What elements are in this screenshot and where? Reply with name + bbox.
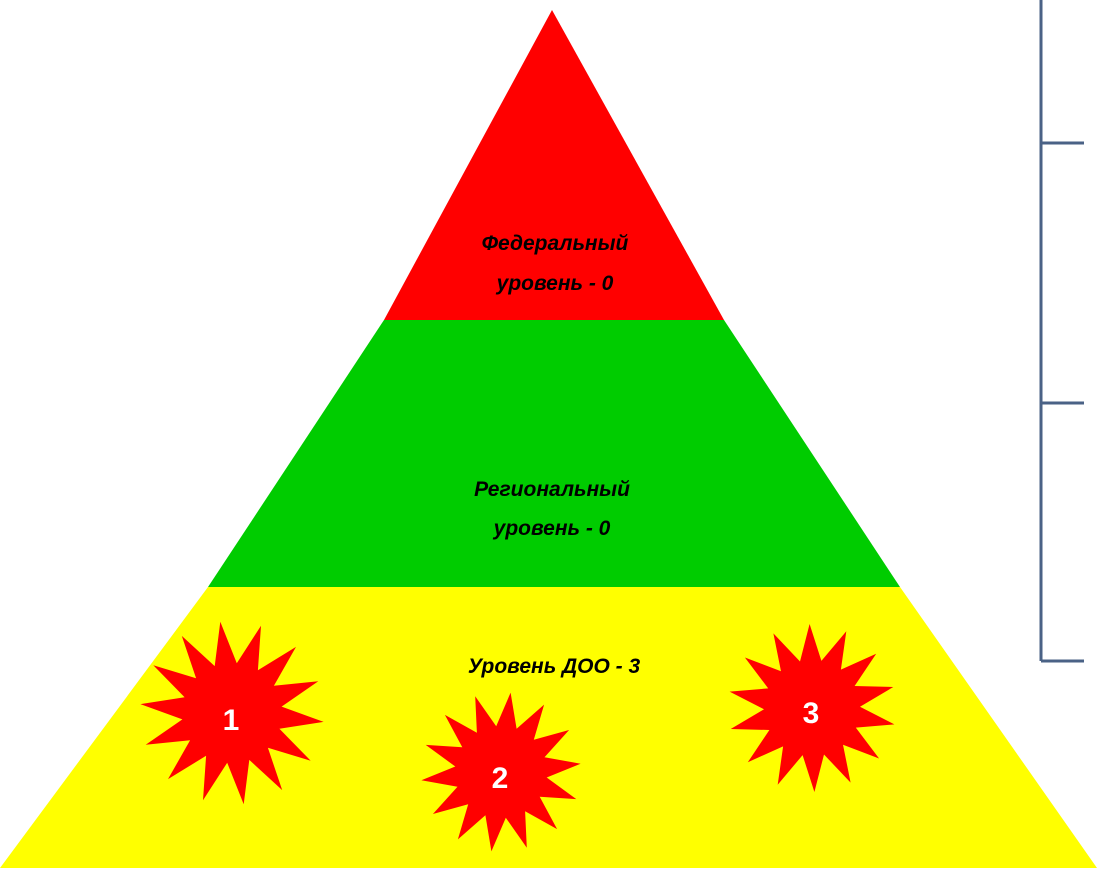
level-bracket <box>1039 0 1084 663</box>
doo-level-label: Уровень ДОО - 3 <box>468 655 641 678</box>
regional-level-label: уровень - 0 <box>493 517 611 540</box>
badge-number: 1 <box>223 704 240 737</box>
regional-level-label: Региональный <box>474 478 630 501</box>
federal-level-label: Федеральный <box>482 232 629 255</box>
badge-3: 3 <box>729 624 895 792</box>
badge-1: 1 <box>140 621 324 805</box>
badge-2: 2 <box>421 692 581 852</box>
starburst-icon <box>140 621 324 805</box>
starburst-icon <box>729 624 895 792</box>
starburst-icon <box>421 692 581 852</box>
badge-number: 3 <box>803 697 820 730</box>
regional-level-tier <box>208 320 900 587</box>
doo-level-tier <box>0 587 1097 868</box>
badge-number: 2 <box>492 762 509 795</box>
federal-level-label: уровень - 0 <box>496 272 614 295</box>
federal-level-tier <box>384 10 724 320</box>
